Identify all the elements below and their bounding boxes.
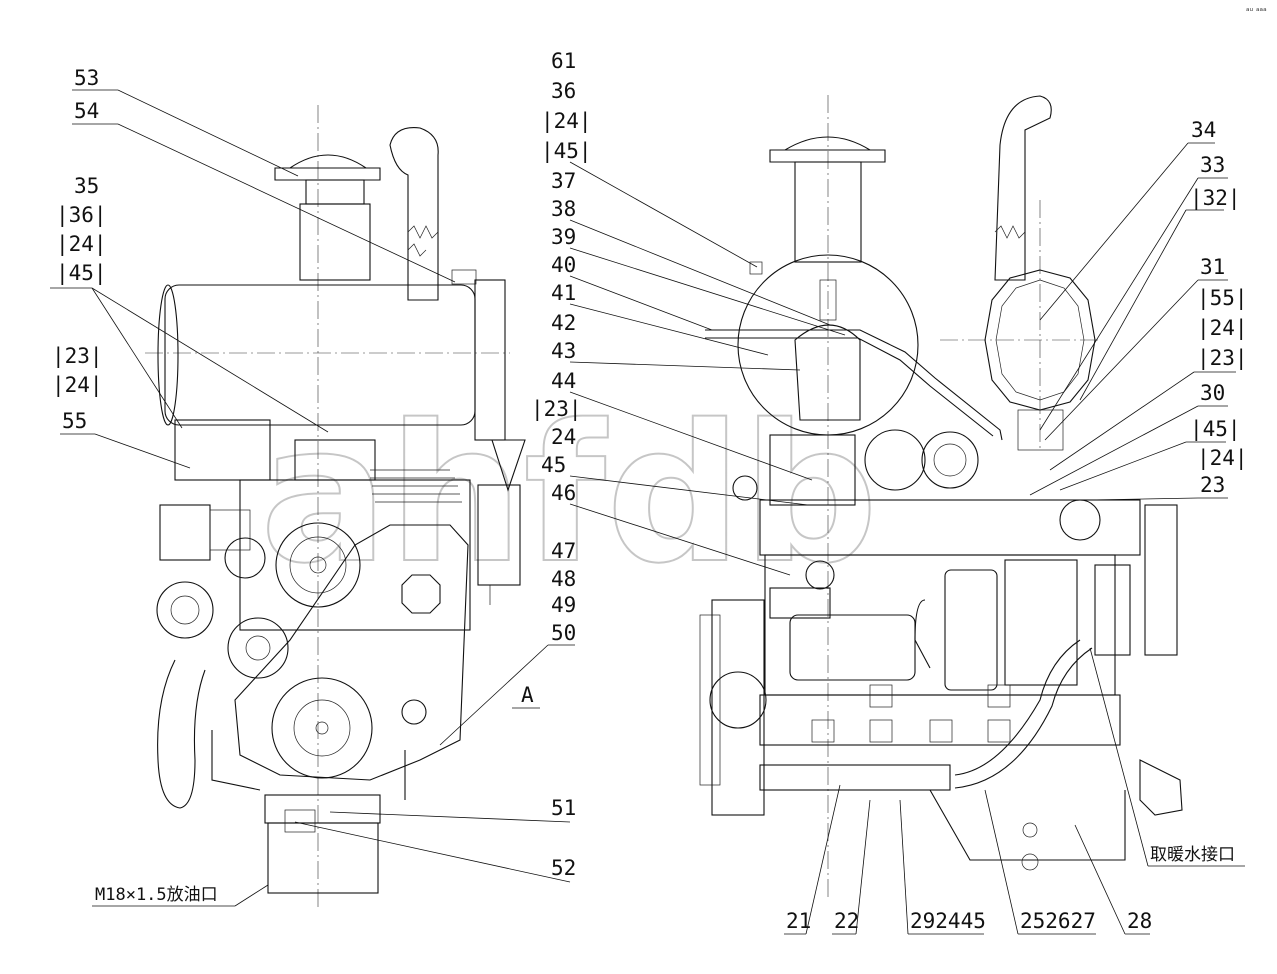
callout-41: 41 <box>551 281 576 305</box>
callout-53: 53 <box>74 66 99 90</box>
callout-24b: |24| <box>52 373 103 398</box>
callout-54: 54 <box>74 99 99 123</box>
callout-32: |32| <box>1190 186 1241 211</box>
heater-note: 取暖水接口 <box>1150 845 1235 865</box>
callout-48: 48 <box>551 567 576 591</box>
callout-47: 47 <box>551 539 576 563</box>
callout-50: 50 <box>551 621 576 645</box>
callout-34: 34 <box>1191 118 1216 142</box>
callout-40: 40 <box>551 253 576 277</box>
callout-45b: |45| <box>541 139 592 164</box>
callout-55b: |55| <box>1197 286 1248 311</box>
watermark: ahfdb <box>260 384 878 605</box>
left-callouts: 53 54 35 |36| |24| |45| |23| |24| 55 A 5… <box>50 66 576 907</box>
callout-61: 61 <box>551 49 576 73</box>
callout-24a: |24| <box>56 232 107 257</box>
callout-33: 33 <box>1200 153 1225 177</box>
callout-24e: |24| <box>1197 316 1248 341</box>
callout-51: 51 <box>551 796 576 820</box>
callout-24f: |24| <box>1197 446 1248 471</box>
drain-note: M18×1.5放油口 <box>95 885 218 905</box>
center-callouts: 47 48 49 50 61 36 |24| |45| 37 38 39 40 … <box>439 49 846 746</box>
right-engine-view <box>699 95 1183 900</box>
view-label-a: A <box>521 683 534 707</box>
callout-52: 52 <box>551 856 576 880</box>
callout-24d: 24 <box>551 425 576 449</box>
callout-30: 30 <box>1200 381 1225 405</box>
bottom-label-292445: 292445 <box>910 909 986 933</box>
callout-35: 35 <box>74 174 99 198</box>
callout-23d: 23 <box>1200 473 1225 497</box>
left-engine-view <box>145 105 526 910</box>
callout-38: 38 <box>551 197 576 221</box>
callout-23a: |23| <box>52 344 103 369</box>
callout-39: 39 <box>551 225 576 249</box>
callout-23c: |23| <box>1197 346 1248 371</box>
callout-37: 37 <box>551 169 576 193</box>
callout-55a: 55 <box>62 409 87 433</box>
callout-36b: 36 <box>551 79 576 103</box>
bottom-label-252627: 252627 <box>1020 909 1096 933</box>
corner-mark: ᵃᵘ ᵃᵃᵃ <box>1246 7 1267 17</box>
callout-42: 42 <box>551 311 576 335</box>
callout-36: |36| <box>56 203 107 228</box>
bottom-label-21: 21 <box>786 909 811 933</box>
callout-44: 44 <box>551 369 576 393</box>
callout-31: 31 <box>1200 255 1225 279</box>
callout-23b: |23| <box>531 397 582 422</box>
callout-46: 46 <box>551 481 576 505</box>
callout-45d: |45| <box>1190 417 1241 442</box>
callout-45c: 45 <box>541 453 566 477</box>
callout-49: 49 <box>551 593 576 617</box>
bottom-label-22: 22 <box>834 909 859 933</box>
callout-24c: |24| <box>541 109 592 134</box>
callout-43: 43 <box>551 339 576 363</box>
bottom-label-28: 28 <box>1127 909 1152 933</box>
right-callouts: 34 33 |32| 31 |55| |24| |23| 30 |45| |24… <box>784 118 1248 935</box>
callout-45a: |45| <box>56 261 107 286</box>
